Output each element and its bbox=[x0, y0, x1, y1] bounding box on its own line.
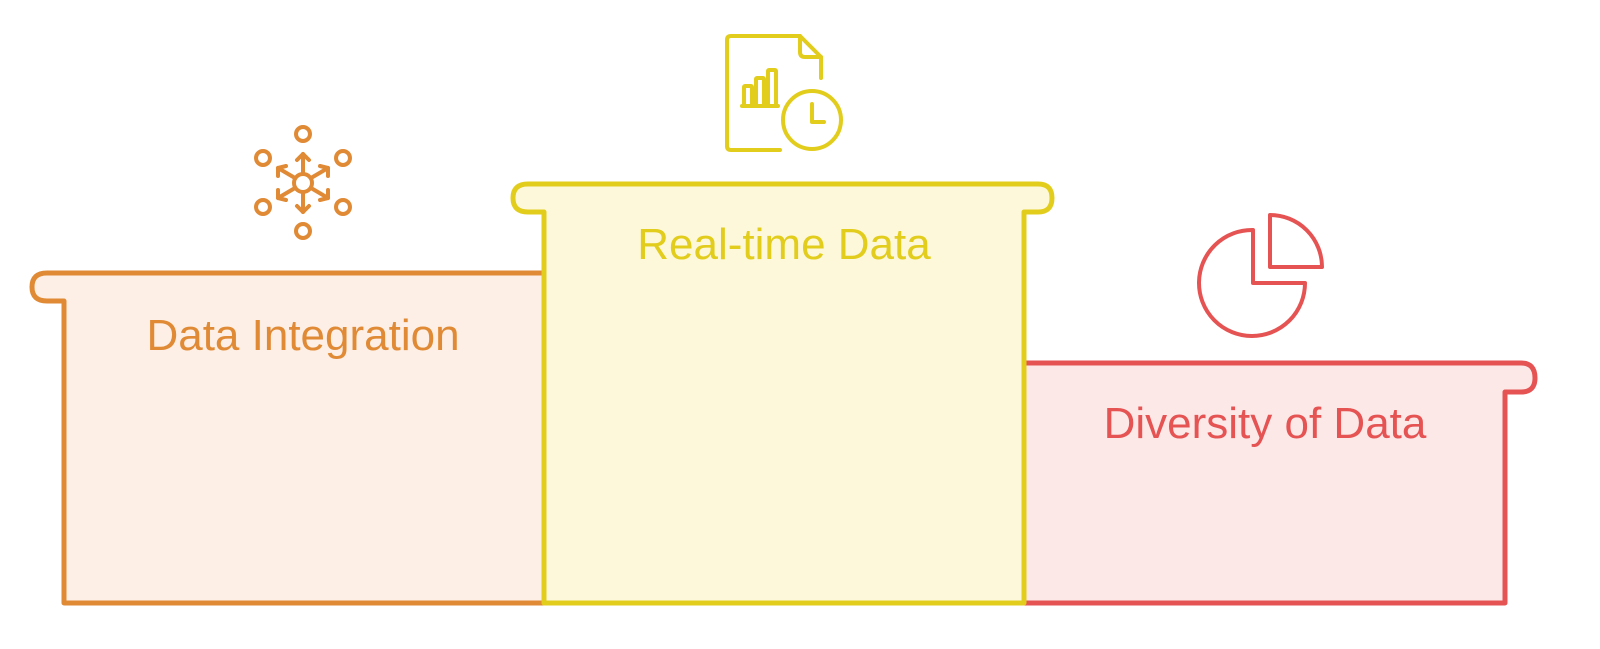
pie-chart-icon bbox=[1197, 213, 1324, 338]
podium-step-right: Diversity of Data bbox=[1019, 360, 1538, 606]
podium-step-left-label: Data Integration bbox=[146, 311, 459, 360]
podium-step-center-label: Real-time Data bbox=[637, 220, 931, 269]
podium-step-right-label: Diversity of Data bbox=[1104, 399, 1427, 448]
podium-step-left: Data Integration bbox=[29, 270, 555, 606]
podium-step-right-shape bbox=[1019, 360, 1538, 606]
podium-step-center-shape bbox=[510, 181, 1055, 606]
podium-step-center: Real-time Data bbox=[510, 181, 1055, 606]
podium-step-left-shape bbox=[29, 270, 555, 606]
network-hub-icon bbox=[254, 125, 352, 240]
report-clock-icon bbox=[725, 34, 843, 152]
